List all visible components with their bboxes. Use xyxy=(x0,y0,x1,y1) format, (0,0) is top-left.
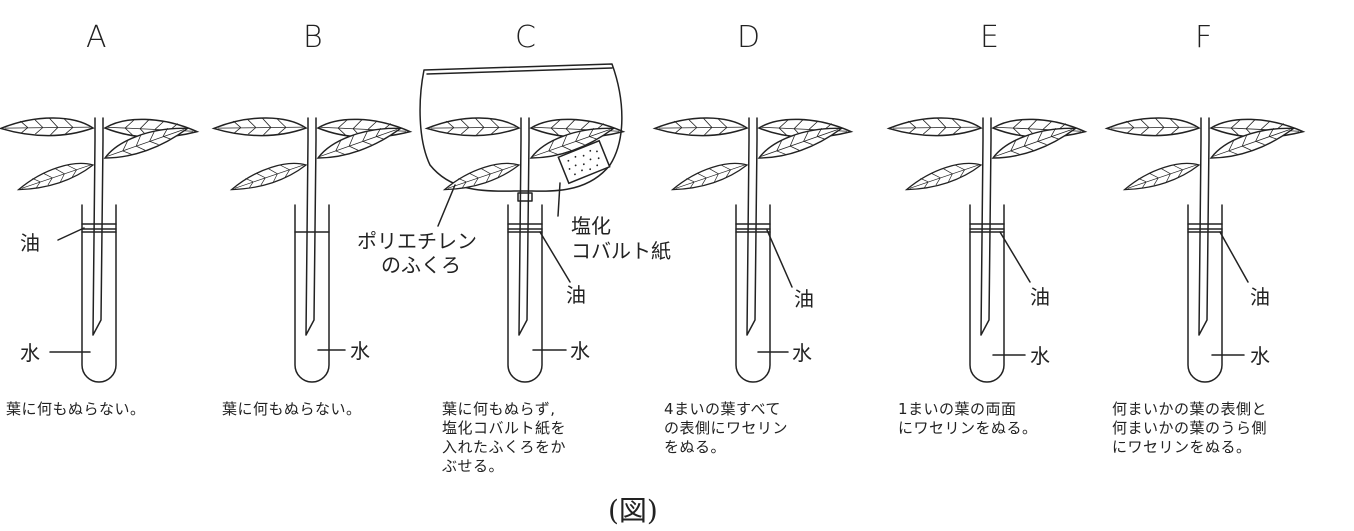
bag-label-line1: ポリエチレン xyxy=(357,229,477,253)
caption-a: 葉に何もぬらない。 xyxy=(6,400,146,418)
paper-label-line1: 塩化 xyxy=(571,214,611,238)
paper-pointer xyxy=(557,182,561,217)
bag-pointer xyxy=(437,184,456,227)
caption-e: 1まいの葉の両面 にワセリンをぬる。 xyxy=(898,400,1038,437)
plant-e xyxy=(888,115,1086,383)
cobalt-paper xyxy=(557,139,611,185)
oil-pointer-e xyxy=(999,231,1031,283)
panel-letter-c: C xyxy=(515,20,536,55)
oil-pointer-f xyxy=(1219,231,1249,283)
oil-label-f: 油 xyxy=(1250,285,1270,309)
water-label-b: 水 xyxy=(350,339,370,363)
water-label-f: 水 xyxy=(1250,344,1270,368)
paper-label-line2: コバルト紙 xyxy=(571,239,671,263)
caption-b: 葉に何もぬらない。 xyxy=(222,400,362,418)
plant-f xyxy=(1106,115,1304,383)
oil-label-c: 油 xyxy=(566,283,586,307)
plant-d xyxy=(654,115,852,383)
panel-letter-a: A xyxy=(86,20,107,55)
water-label-c: 水 xyxy=(570,339,590,363)
oil-label-a: 油 xyxy=(20,231,40,255)
oil-pointer-c xyxy=(539,231,571,283)
plant-b xyxy=(213,115,411,383)
water-label-d: 水 xyxy=(792,341,812,365)
figure-caption: (図) xyxy=(608,494,658,527)
oil-pointer-d xyxy=(766,229,793,288)
panel-letter-d: D xyxy=(737,20,760,55)
oil-pointer-a xyxy=(57,227,85,241)
panel-letter-e: E xyxy=(980,20,999,55)
oil-label-d: 油 xyxy=(794,287,814,311)
panel-letter-b: B xyxy=(303,20,323,55)
oil-label-e: 油 xyxy=(1030,285,1050,309)
caption-d: 4まいの葉すべて の表側にワセリン をぬる。 xyxy=(664,400,789,456)
polyethylene-bag xyxy=(419,63,623,192)
water-label-e: 水 xyxy=(1030,344,1050,368)
bag-label-line2: のふくろ xyxy=(381,253,461,277)
caption-c: 葉に何もぬらず, 塩化コバルト紙を 入れたふくろをか ぶせる。 xyxy=(442,400,567,475)
water-label-a: 水 xyxy=(20,341,40,365)
panel-letter-f: F xyxy=(1195,20,1212,55)
caption-f: 何まいかの葉の表側と 何まいかの葉のうら側 にワセリンをぬる。 xyxy=(1112,400,1268,456)
